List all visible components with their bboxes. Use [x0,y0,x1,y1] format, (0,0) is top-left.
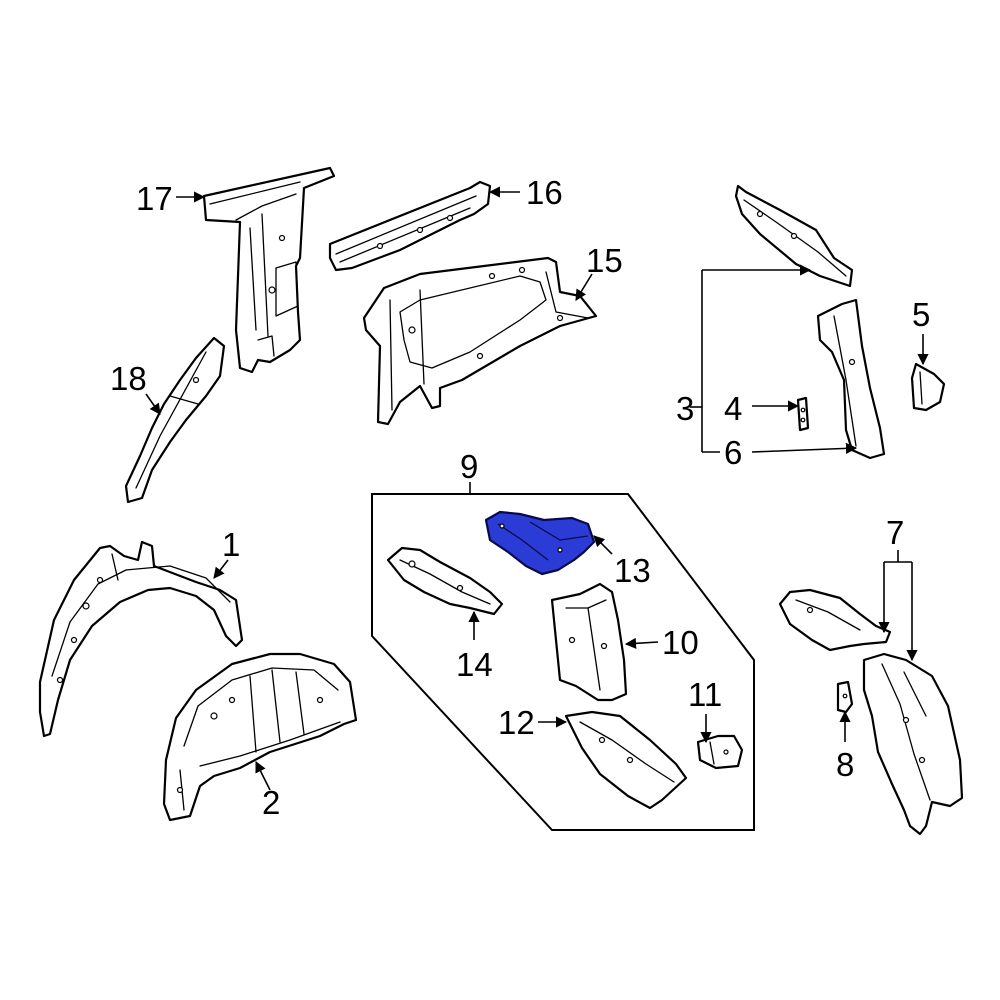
callout-1: 1 [222,526,240,563]
part-11-small-plate[interactable] [696,734,744,770]
part-12-floor-extension[interactable] [564,710,688,810]
part-8-clip[interactable] [836,680,854,714]
part-4-small-bracket[interactable] [796,396,810,432]
part-14-bracket[interactable] [386,546,504,616]
part-18-pillar-reinforcement[interactable] [124,336,226,504]
part-1-wheelhouse-outer[interactable] [38,540,244,738]
callout-numbers: 17 16 15 18 1 2 3 4 5 6 9 13 14 10 11 12… [110,174,930,821]
group-9-box [371,493,755,831]
callout-8: 8 [836,746,854,783]
part-16-roof-rail[interactable] [328,180,492,272]
part-6-pillar-extension[interactable] [816,298,886,460]
callout-2: 2 [262,784,280,821]
callout-10: 10 [662,624,699,661]
part-2-wheelhouse-inner[interactable] [162,652,358,822]
leader-lines [145,186,929,791]
callout-15: 15 [586,242,623,279]
part-10-pillar-panel[interactable] [550,582,628,702]
part-3-upper-panel[interactable] [734,184,854,288]
callout-17: 17 [136,180,173,217]
callout-9: 9 [460,448,478,485]
part-15-quarter-inner-frame[interactable] [362,256,598,426]
callout-4: 4 [724,390,742,427]
callout-11: 11 [688,676,722,713]
callout-7: 7 [886,514,904,551]
callout-13: 13 [614,552,651,589]
callout-18: 18 [110,360,147,397]
part-7-lower-panel[interactable] [862,652,964,836]
part-13-highlighted-bracket[interactable] [484,510,596,576]
part-7-upper-bracket[interactable] [778,588,892,652]
callout-12: 12 [498,704,535,741]
callout-3: 3 [676,390,694,427]
callout-16: 16 [526,174,563,211]
callout-5: 5 [912,296,930,333]
callout-6: 6 [724,434,742,471]
part-17-pillar-inner[interactable] [202,166,336,374]
part-5-side-bracket[interactable] [910,362,946,412]
callout-14: 14 [456,646,493,683]
